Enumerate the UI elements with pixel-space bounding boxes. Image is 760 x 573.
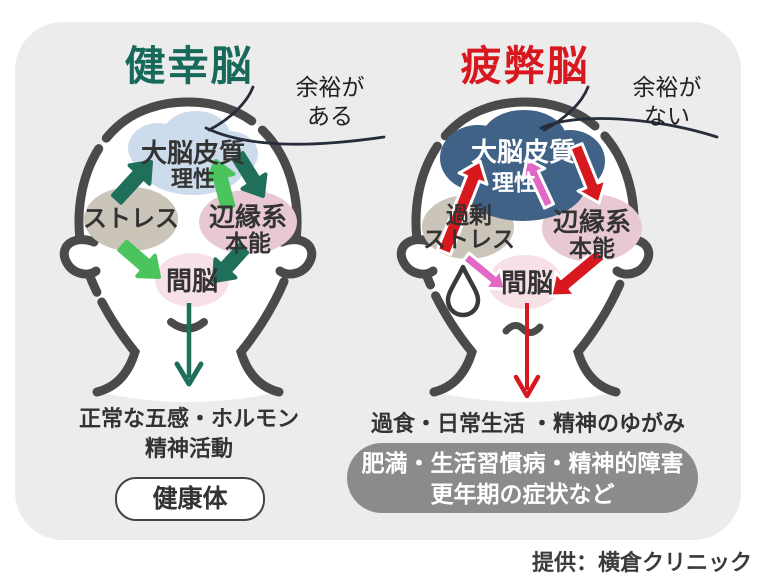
healthy-annotation-line1: 余裕が <box>295 74 365 100</box>
left-ear-icon <box>396 235 438 279</box>
head-outline <box>411 97 639 397</box>
right-ear-icon <box>275 235 317 279</box>
healthy-diencephalon-blob <box>155 253 229 307</box>
tired-output-arrow <box>513 303 541 399</box>
healthy-diencephalon-label: 間脳 <box>166 266 218 296</box>
healthy-cortex-label: 大脳皮質 <box>141 138 245 168</box>
tired-limbic-blob <box>542 194 642 262</box>
instinct-to-diencephalon-arrow <box>212 243 250 283</box>
left-ear-icon <box>59 235 101 279</box>
healthy-outcome: 正常な五感・ホルモン 精神活動 <box>58 404 320 464</box>
tired-limbic-to-reason-arrow <box>521 157 555 210</box>
tired-pointer-line <box>539 85 719 139</box>
tired-annotation-line1: 余裕が <box>632 74 702 100</box>
tired-annotation: 余裕が ない <box>602 73 732 131</box>
arrow-layer <box>111 142 608 298</box>
stress-to-cortex-arrow <box>111 160 153 205</box>
limbic-to-reason-arrow <box>205 159 236 211</box>
brain-labels: 大脳皮質 理性 ストレス 辺縁系 本能 間脳 大脳皮質 理性 過剰 ストレス 辺… <box>83 137 631 298</box>
tired-cortex-label: 大脳皮質 <box>471 137 575 167</box>
healthy-outcome-line1: 正常な五感・ホルモン <box>78 406 299 431</box>
healthy-instinct-label: 本能 <box>225 230 271 256</box>
healthy-stress-label: ストレス <box>83 206 179 233</box>
healthy-outcome-line2: 精神活動 <box>144 436 233 461</box>
tired-instinct-label: 本能 <box>569 235 615 261</box>
nose-icon <box>502 322 544 336</box>
tired-outcome: 過食・日常生活 ・精神のゆがみ <box>370 411 686 436</box>
tired-limbic-label: 辺縁系 <box>553 207 631 237</box>
healthy-annotation: 余裕が ある <box>265 73 395 131</box>
tired-title: 疲弊脳 <box>460 43 590 89</box>
tired-badge-line2: 更年期の症状など <box>430 481 615 507</box>
tired-stress-label-line1: 過剰 <box>446 202 492 228</box>
stress-to-diencephalon-arrow <box>117 239 161 279</box>
sweat-drop-icon <box>445 264 481 318</box>
tired-annotation-line2: ない <box>644 103 690 129</box>
healthy-cortex-blob <box>128 111 258 195</box>
tired-cortex-to-limbic-arrow <box>568 142 608 205</box>
overstress-to-cortex-arrow <box>436 159 489 257</box>
healthy-annotation-line2: ある <box>307 103 353 129</box>
healthy-output-arrow <box>174 303 204 387</box>
tired-badge-line1: 肥満・生活習慣病・精神的障害 <box>361 450 684 476</box>
tired-instinct-to-diencephalon-arrow <box>549 247 607 298</box>
head-outline <box>74 97 302 397</box>
healthy-stress-blob <box>84 187 178 251</box>
tired-reason-label: 理性 <box>492 171 536 196</box>
healthy-title: 健幸脳 <box>124 43 254 89</box>
healthy-reason-label: 理性 <box>171 167 215 192</box>
cortex-to-limbic-arrow <box>231 151 268 198</box>
credit-text: 提供：横倉クリニック <box>531 550 752 573</box>
tired-diencephalon-blob <box>488 255 562 309</box>
tired-diencephalon-label: 間脳 <box>501 268 553 298</box>
overstress-to-diencephalon-arrow <box>461 251 507 291</box>
tired-stress-label-line2: ストレス <box>423 226 515 252</box>
healthy-limbic-label: 辺縁系 <box>209 202 287 232</box>
healthy-badge: 健康体 <box>115 477 265 521</box>
healthy-pointer-line <box>204 85 386 146</box>
tired-badge: 肥満・生活習慣病・精神的障害 更年期の症状など <box>347 443 698 513</box>
